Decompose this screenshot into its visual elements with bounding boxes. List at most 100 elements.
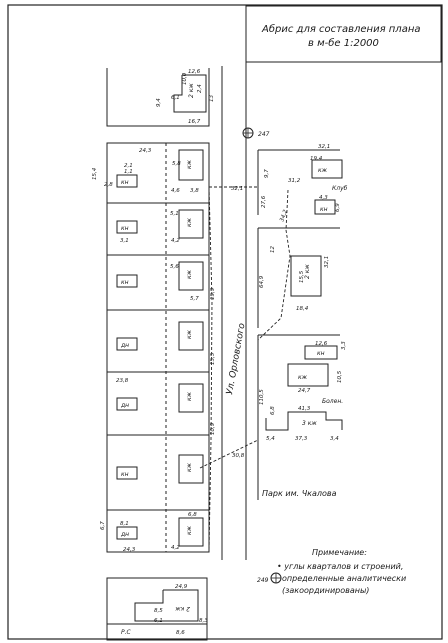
svg-text:10,5: 10,5 — [337, 370, 343, 383]
svg-text:2,1: 2,1 — [124, 163, 133, 169]
top-block — [106, 68, 210, 127]
building-label: кж — [186, 269, 193, 279]
svg-text:5,4: 5,4 — [266, 436, 275, 442]
building-label: кж — [186, 462, 193, 472]
svg-text:32,1: 32,1 — [231, 186, 243, 192]
note-block: Примечание: • углы кварталов и строений,… — [277, 548, 406, 595]
svg-text:12: 12 — [270, 246, 276, 253]
svg-text:19,4: 19,4 — [310, 156, 323, 162]
building-label: кн — [121, 225, 129, 232]
title-line-1: Абрис для составления плана — [261, 23, 421, 35]
svg-text:6,7: 6,7 — [100, 521, 106, 530]
svg-text:41,3: 41,3 — [298, 406, 311, 412]
building-label: Клуб — [332, 185, 348, 192]
building-label: кж — [298, 374, 308, 381]
svg-text:4,2: 4,2 — [171, 545, 180, 551]
svg-text:12,6: 12,6 — [315, 341, 328, 347]
svg-text:3,1: 3,1 — [120, 238, 129, 244]
park-label: Парк им. Чкалова — [262, 489, 337, 498]
svg-text:8,3: 8,3 — [199, 618, 208, 624]
svg-text:15,4: 15,4 — [92, 167, 98, 180]
svg-text:4,6: 4,6 — [171, 188, 180, 194]
svg-text:5,6: 5,6 — [170, 264, 179, 270]
svg-text:24,7: 24,7 — [298, 388, 311, 394]
svg-text:31,2: 31,2 — [288, 178, 301, 184]
svg-text:8,1: 8,1 — [120, 521, 129, 527]
svg-text:64,9: 64,9 — [259, 275, 265, 288]
left-block-labels: кн кж кн кж кн кж дн кж дн кж кн кж дн к… — [92, 148, 199, 553]
building-label: кж — [186, 391, 193, 401]
svg-text:30,8: 30,8 — [232, 453, 245, 459]
svg-text:6,1: 6,1 — [154, 618, 163, 624]
svg-text:2,4: 2,4 — [197, 84, 203, 93]
svg-text:3,4: 3,4 — [330, 436, 339, 442]
svg-text:16,7: 16,7 — [188, 119, 201, 125]
station-249: 249 — [257, 572, 282, 584]
building-label: Болен. — [322, 398, 343, 405]
svg-text:3,8: 3,8 — [190, 188, 199, 194]
svg-text:8,5: 8,5 — [154, 608, 163, 614]
svg-text:9,7: 9,7 — [264, 169, 270, 178]
svg-text:24,3: 24,3 — [139, 148, 152, 154]
svg-text:10,0: 10,0 — [182, 72, 188, 85]
building-label: дн — [120, 342, 129, 349]
svg-text:8,6: 8,6 — [176, 630, 185, 636]
station-label: 247 — [258, 131, 270, 138]
svg-text:12,6: 12,6 — [188, 69, 201, 75]
svg-text:15,5: 15,5 — [299, 270, 305, 283]
building-label: 3 кж — [302, 420, 317, 427]
svg-text:32,1: 32,1 — [324, 256, 330, 268]
svg-text:3,3: 3,3 — [341, 341, 347, 350]
building-label: дн — [120, 402, 129, 409]
svg-text:6,8: 6,8 — [188, 512, 197, 518]
title-block: Абрис для составления плана в м-бе 1:200… — [245, 5, 442, 63]
left-block — [106, 142, 210, 553]
svg-text:24,3: 24,3 — [123, 547, 136, 553]
svg-text:9,4: 9,4 — [156, 98, 162, 107]
building-label: кн — [121, 471, 129, 478]
svg-text:6,1: 6,1 — [171, 95, 180, 101]
right-block-labels: кж Клуб кн 2 кж кн кж Болен. 3 кж 32,1 1… — [259, 144, 348, 442]
svg-text:5,8: 5,8 — [172, 161, 181, 167]
building-label: 2 кж — [188, 83, 195, 98]
bottom-block-labels: 2 кж Р.С 24,9 8,5 6,1 8,3 8,6 — [121, 584, 208, 636]
building-label: кн — [320, 206, 328, 213]
svg-text:15,5: 15,5 — [210, 352, 216, 365]
building-label: кж — [186, 329, 193, 339]
svg-text:18,4: 18,4 — [296, 306, 309, 312]
right-block — [257, 149, 343, 500]
building-label: кн — [317, 350, 325, 357]
distance-labels: 32,1 34,2 30,8 15,5 19,9 10,9 — [210, 186, 289, 459]
building-label: кн — [121, 279, 129, 286]
street-edges — [221, 6, 247, 560]
station-label: 249 — [257, 577, 269, 584]
svg-text:24,9: 24,9 — [175, 584, 188, 590]
left-block-buildings — [116, 149, 204, 547]
svg-text:13: 13 — [209, 95, 215, 102]
svg-text:23,8: 23,8 — [116, 378, 129, 384]
svg-text:34,2: 34,2 — [279, 209, 289, 223]
svg-text:10,9: 10,9 — [210, 422, 216, 435]
svg-text:32,1: 32,1 — [318, 144, 330, 150]
svg-text:4,2: 4,2 — [171, 238, 180, 244]
svg-text:5,1: 5,1 — [170, 211, 179, 217]
bottom-block — [106, 577, 208, 641]
building-label: кж — [186, 525, 193, 535]
note-line-2: определенные аналитически — [282, 574, 406, 583]
sheet-border — [7, 4, 443, 640]
building-label: дн — [120, 531, 129, 538]
svg-text:19,9: 19,9 — [210, 287, 216, 300]
note-line-1: • углы кварталов и строений, — [277, 562, 403, 571]
street-label: Ул. Орловского — [225, 322, 248, 396]
svg-text:2,8: 2,8 — [104, 182, 113, 188]
svg-text:27,6: 27,6 — [261, 195, 267, 208]
svg-text:4,3: 4,3 — [319, 195, 328, 201]
building-label: 2 кж — [175, 605, 190, 612]
building-label: кж — [318, 167, 328, 174]
station-247: 247 — [242, 127, 270, 139]
svg-text:5,7: 5,7 — [190, 296, 199, 302]
note-heading: Примечание: — [312, 548, 367, 557]
svg-text:6,9: 6,9 — [335, 203, 341, 212]
building-label: Р.С — [121, 629, 132, 636]
